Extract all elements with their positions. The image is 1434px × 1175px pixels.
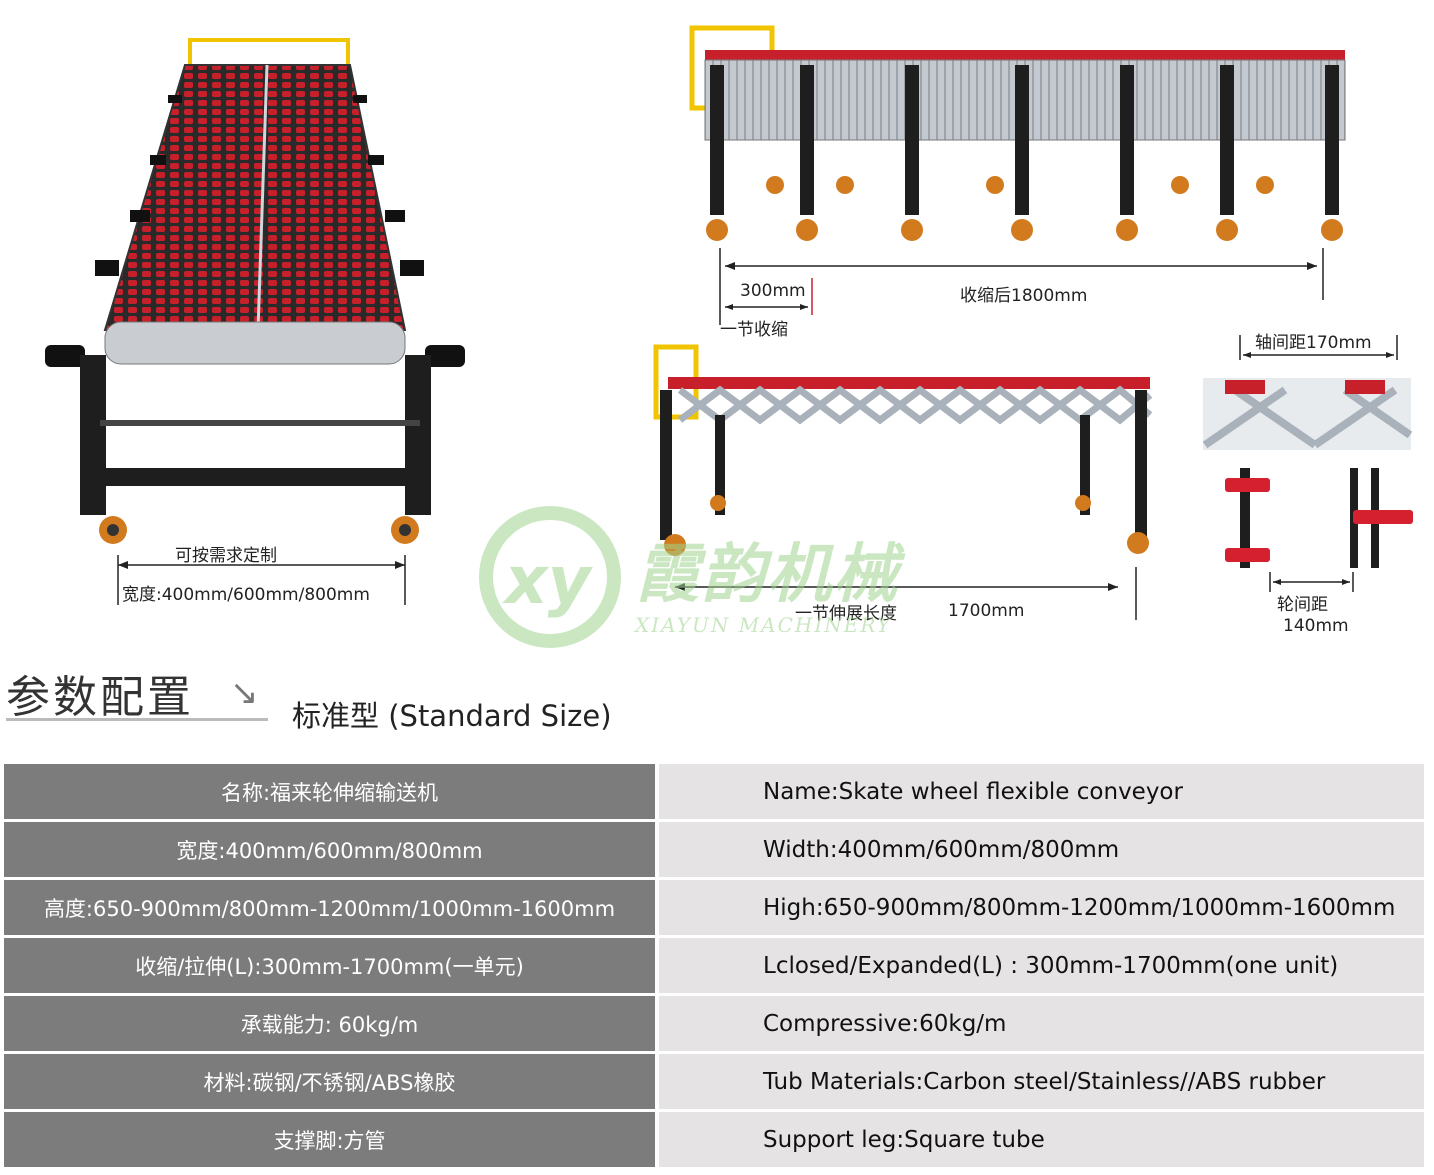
table-row: 支撑脚:方管 Support leg:Square tube	[4, 1112, 1424, 1167]
expanded-length-value: 1700mm	[948, 601, 1025, 621]
spacing-detail-photo: 轴间距170mm 轮间距 140mm	[1195, 320, 1425, 640]
heading-title: 参数配置	[6, 672, 194, 723]
axle-spacing-label: 轴间距170mm	[1255, 333, 1372, 353]
spec-cell-cn: 高度:650-900mm/800mm-1200mm/1000mm-1600mm	[4, 880, 655, 935]
table-row: 承载能力: 60kg/m Compressive:60kg/m	[4, 996, 1424, 1051]
spec-cell-cn: 材料:碳钢/不锈钢/ABS橡胶	[4, 1054, 655, 1109]
heading-subtitle: 标准型 (Standard Size)	[292, 699, 612, 733]
spec-heading: 参数配置 ↘ 标准型 (Standard Size)	[6, 655, 706, 733]
spec-cell-cn: 支撑脚:方管	[4, 1112, 655, 1167]
section-length-label: 300mm	[740, 281, 806, 301]
table-row: 名称:福来轮伸缩输送机 Name:Skate wheel flexible co…	[4, 764, 1424, 819]
closed-length-label: 收缩后1800mm	[960, 286, 1088, 306]
width-dimension-label: 宽度:400mm/600mm/800mm	[122, 585, 370, 605]
table-row: 高度:650-900mm/800mm-1200mm/1000mm-1600mm …	[4, 880, 1424, 935]
width-custom-label: 可按需求定制	[175, 546, 277, 566]
wheel-spacing-caption: 轮间距	[1277, 595, 1328, 615]
expanded-length-caption: 一节伸展长度	[795, 604, 897, 624]
spec-cell-cn: 承载能力: 60kg/m	[4, 996, 655, 1051]
company-logo-icon: xy	[479, 506, 621, 648]
spec-cell-en: Lclosed/Expanded(L) : 300mm-1700mm(one u…	[659, 938, 1424, 993]
conveyor-expanded-photo: 一节伸展长度 1700mm	[640, 335, 1200, 635]
spec-cell-cn: 宽度:400mm/600mm/800mm	[4, 822, 655, 877]
table-row: 收缩/拉伸(L):300mm-1700mm(一单元) Lclosed/Expan…	[4, 938, 1424, 993]
conveyor-closed-photo: 300mm 一节收缩 收缩后1800mm	[680, 10, 1360, 350]
spec-cell-cn: 收缩/拉伸(L):300mm-1700mm(一单元)	[4, 938, 655, 993]
spec-cell-en: Width:400mm/600mm/800mm	[659, 822, 1424, 877]
logo-lettering: xy	[502, 542, 594, 619]
spec-cell-en: Support leg:Square tube	[659, 1112, 1424, 1167]
spec-cell-cn: 名称:福来轮伸缩输送机	[4, 764, 655, 819]
conveyor-perspective-drawing	[45, 38, 465, 605]
wheel-spacing-value: 140mm	[1283, 616, 1349, 636]
spec-cell-en: Name:Skate wheel flexible conveyor	[659, 764, 1424, 819]
spec-cell-en: Compressive:60kg/m	[659, 996, 1424, 1051]
arrow-down-right-icon: ↘	[230, 673, 259, 713]
spec-cell-en: Tub Materials:Carbon steel/Stainless//AB…	[659, 1054, 1424, 1109]
spec-cell-en: High:650-900mm/800mm-1200mm/1000mm-1600m…	[659, 880, 1424, 935]
conveyor-expanded-drawing	[653, 344, 1153, 620]
spacing-detail-drawing	[1202, 335, 1413, 592]
watermark-name-en: XIAYUN MACHINERY	[635, 613, 892, 637]
conveyor-perspective-photo: 可按需求定制 宽度:400mm/600mm/800mm	[0, 0, 480, 620]
conveyor-closed-drawing	[689, 25, 1346, 325]
table-row: 宽度:400mm/600mm/800mm Width:400mm/600mm/8…	[4, 822, 1424, 877]
section-closed-label: 一节收缩	[720, 320, 788, 340]
company-watermark: xy 霞韵机械 XIAYUN MACHINERY	[475, 505, 955, 655]
watermark-name-cn: 霞韵机械	[635, 538, 899, 612]
table-row: 材料:碳钢/不锈钢/ABS橡胶 Tub Materials:Carbon ste…	[4, 1054, 1424, 1109]
heading-underline	[6, 718, 268, 721]
